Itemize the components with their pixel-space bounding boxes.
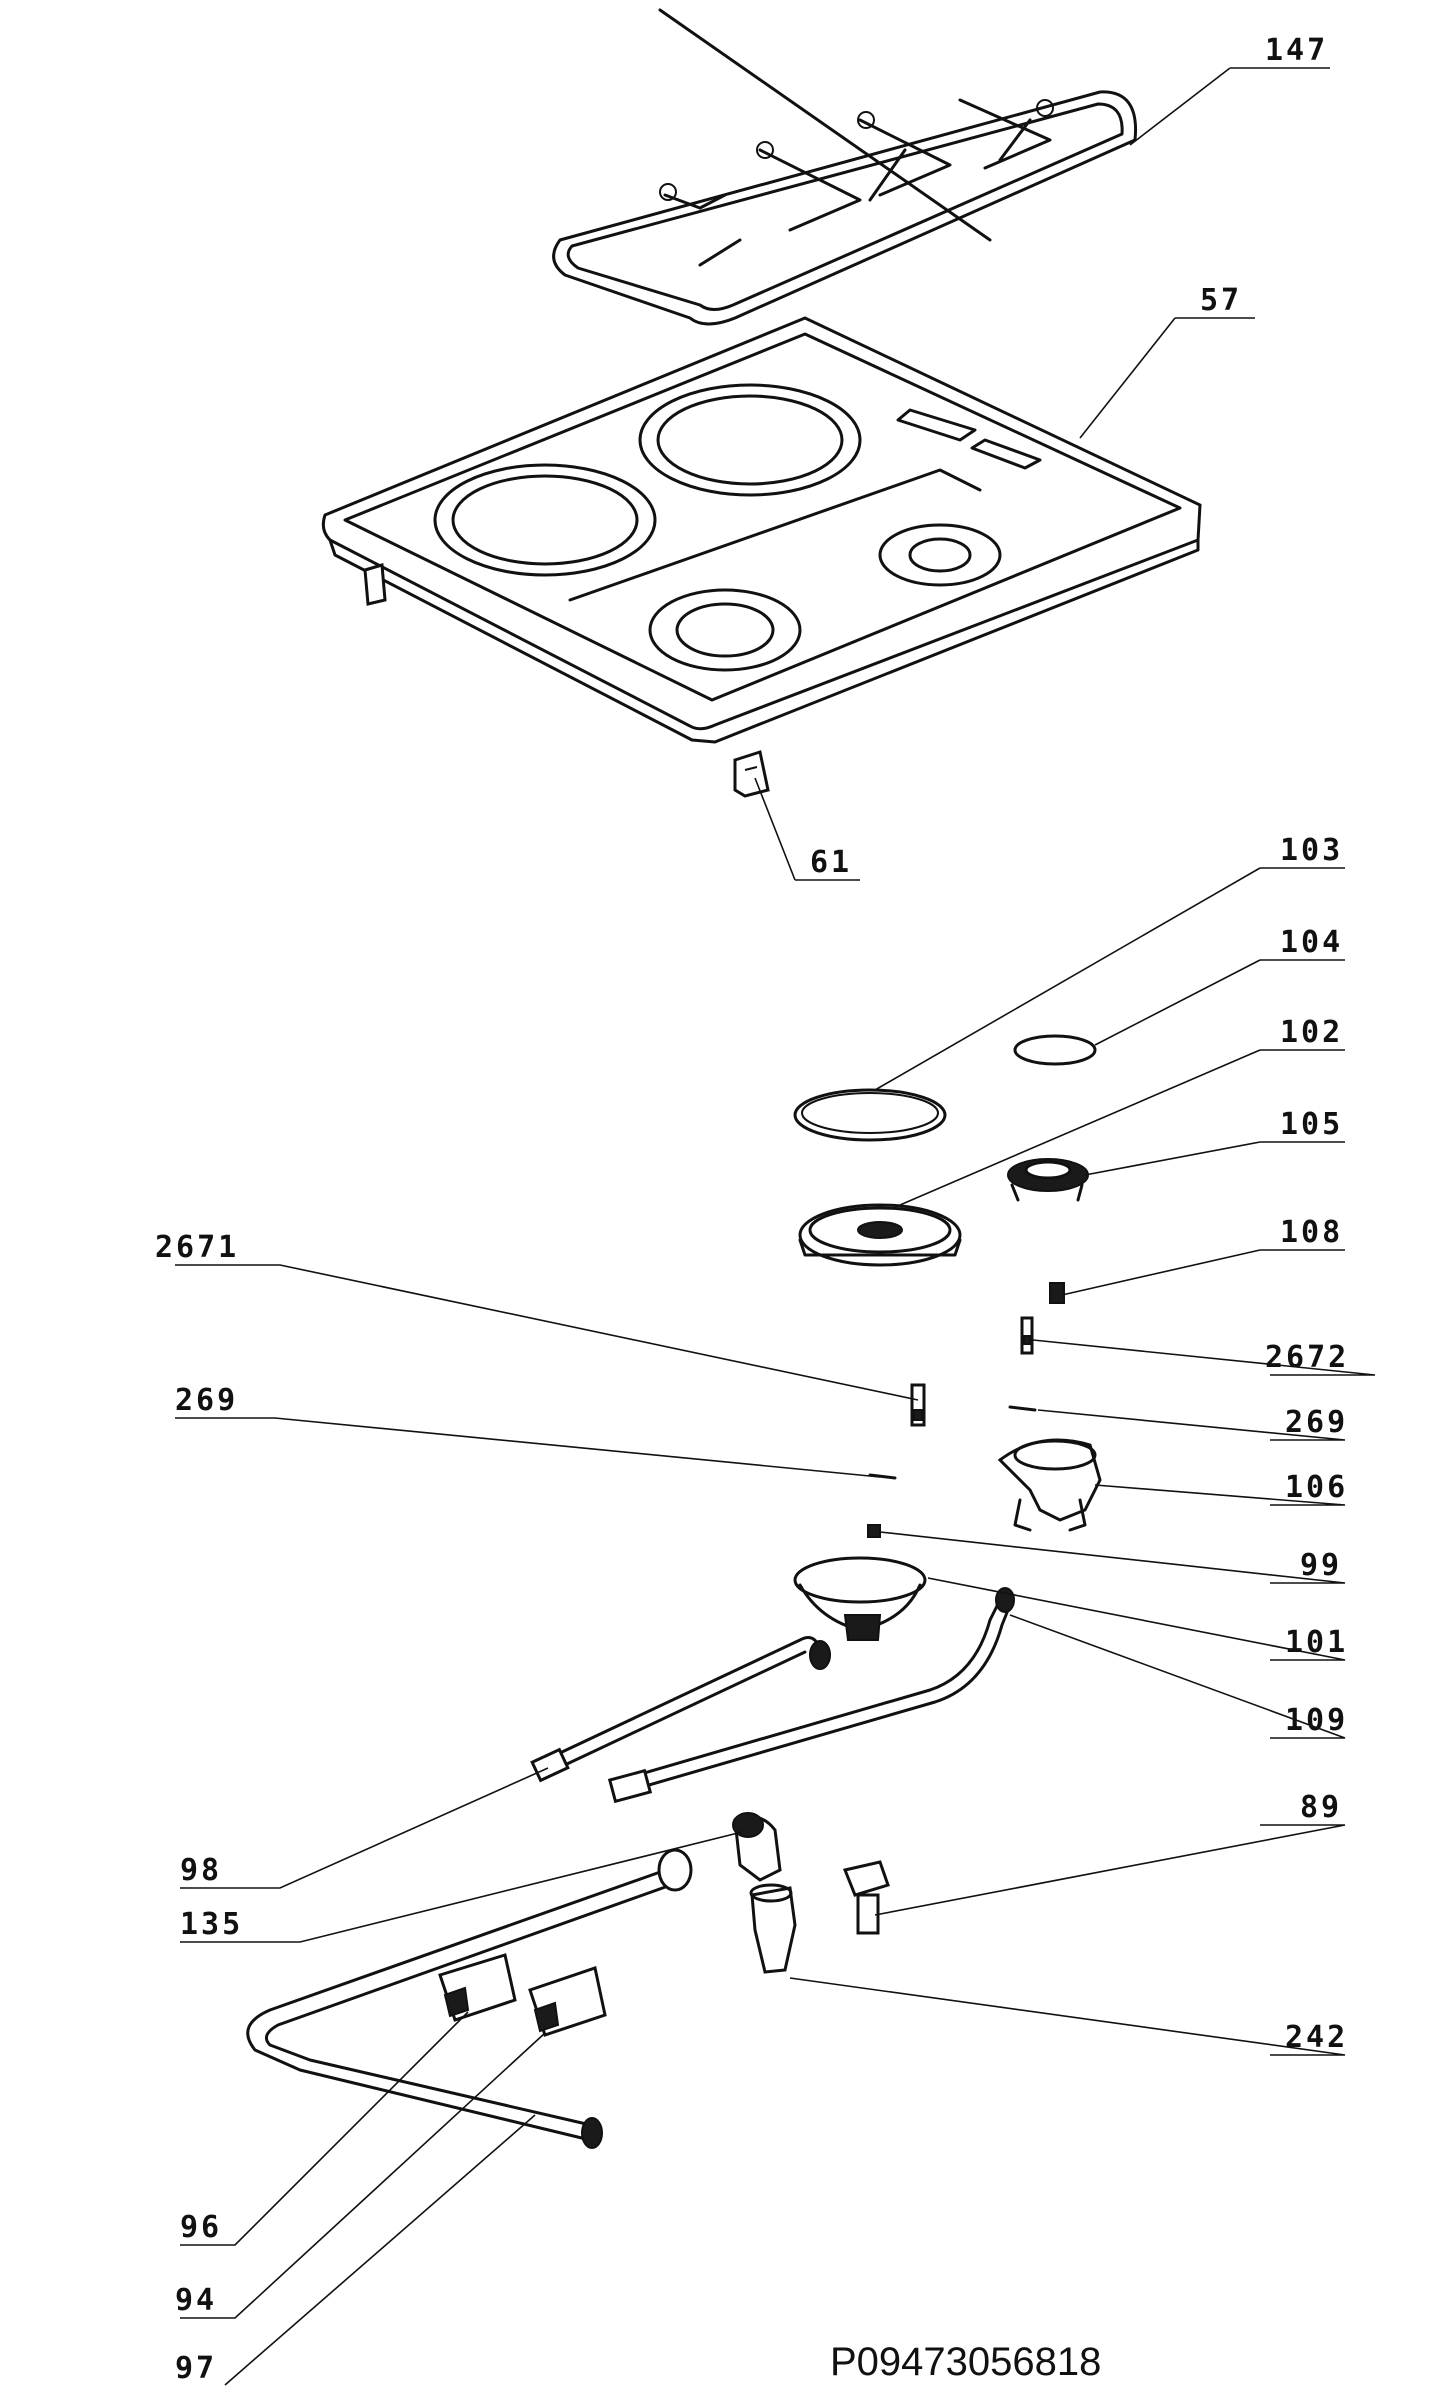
callout-96: 96 [180,2210,222,2245]
callout-89: 89 [1300,1790,1342,1825]
callout-135: 135 [180,1907,243,1942]
thermocouple-2671 [910,1383,926,1427]
screw-269-left [868,1473,897,1480]
large-burner-cap [793,1088,947,1142]
callout-57: 57 [1200,283,1242,318]
callout-109: 109 [1285,1703,1348,1738]
callout-105: 105 [1280,1107,1343,1142]
hob-top-plate [321,316,1202,744]
callout-2672: 2672 [1265,1340,1349,1375]
ignition-electrode-small [1049,1282,1065,1304]
callout-61: 61 [810,845,852,880]
callout-269-left: 269 [175,1383,238,1418]
callout-97: 97 [175,2351,217,2386]
small-burner-body [997,1438,1102,1532]
callout-102: 102 [1280,1015,1343,1050]
callout-98: 98 [180,1853,222,1888]
nipple-fitting-89 [842,1860,890,1935]
callout-106: 106 [1285,1470,1348,1505]
gas-tap-94 [528,1966,607,2037]
gas-pipe-109 [607,1587,1015,1804]
callout-94: 94 [175,2283,217,2318]
callout-108: 108 [1280,1215,1343,1250]
callout-104: 104 [1280,925,1343,960]
callout-99: 99 [1300,1548,1342,1583]
leader-lines [175,67,1376,2386]
reference-code: P09473056818 [830,2340,1101,2384]
callout-242: 242 [1285,2020,1348,2055]
callout-103: 103 [1280,833,1343,868]
small-burner-cap [1013,1034,1097,1066]
gas-tap-96 [438,1953,517,2022]
large-burner-head [798,1203,962,1267]
elbow-fitting-135 [732,1812,782,1882]
callout-2671: 2671 [155,1230,239,1265]
callout-101: 101 [1285,1625,1348,1660]
large-burner-body [793,1556,927,1641]
screw-269-right [1008,1405,1037,1412]
gas-manifold-ramp [246,1848,693,2149]
callout-269-right: 269 [1285,1405,1348,1440]
thermocouple-2672 [1020,1316,1034,1355]
callout-labels: 147 57 61 103 104 102 105 108 2671 2672 … [155,33,1349,2386]
pan-support-grid [552,8,1138,326]
callout-147: 147 [1265,33,1328,68]
injector-99 [867,1524,881,1538]
gas-connector-242 [749,1883,797,1974]
mounting-clip [733,750,770,798]
gas-pipe-98 [530,1636,831,1783]
small-burner-head [1007,1158,1089,1202]
